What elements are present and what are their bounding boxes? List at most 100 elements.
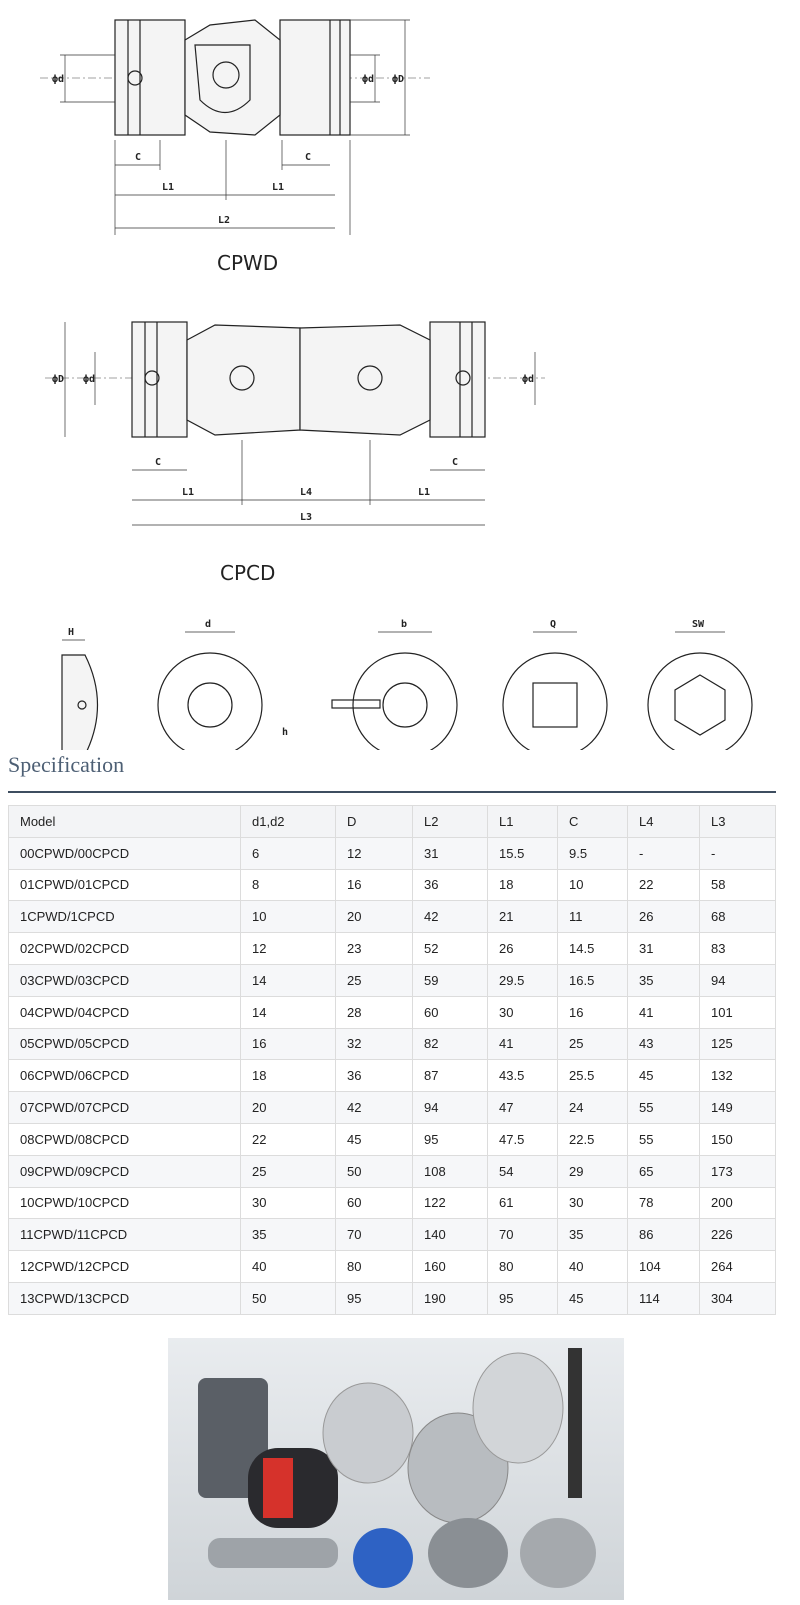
table-cell: 304 [699,1281,776,1315]
table-cell: 45 [627,1059,700,1093]
table-cell: 94 [699,963,776,997]
column-header: d1,d2 [240,805,336,838]
table-cell: 26 [627,900,700,934]
table-cell: 54 [487,1154,558,1188]
table-cell: - [627,836,700,870]
table-cell: 58 [699,868,776,902]
cpwd-label-c: C [135,152,141,163]
table-cell: 12 [240,932,336,965]
cpcd-label-D: ϕD [52,374,64,385]
table-cell: 43 [627,1027,700,1061]
cpcd-drawing: ϕD ϕd ϕd C C L1 L4 L1 L3 CPCD [45,321,545,585]
column-header: L3 [699,805,776,838]
bore-label-h: h [282,727,288,738]
table-cell: 65 [627,1154,700,1188]
table-cell: 16 [557,995,628,1029]
cpwd-label-l2: L2 [218,215,230,226]
table-cell: 35 [627,963,700,997]
table-cell: 264 [699,1250,776,1283]
table-cell: 35 [557,1218,628,1252]
table-cell: 14 [240,963,336,997]
cpcd-label-c2: C [452,457,458,468]
table-cell: 03CPWD/03CPCD [8,963,241,997]
table-cell: 26 [487,932,558,965]
bore-label-b: b [401,619,407,630]
table-cell: 95 [335,1281,413,1315]
table-cell: 80 [335,1250,413,1283]
cpwd-label-d2: ϕd [362,74,374,85]
table-cell: 125 [699,1027,776,1061]
table-cell: 104 [627,1250,700,1283]
table-cell: 6 [240,836,336,870]
cpwd-label-D: ϕD [392,74,404,85]
table-cell: 52 [412,932,488,965]
table-cell: 25.5 [557,1059,628,1093]
table-cell: 11CPWD/11CPCD [8,1218,241,1252]
table-cell: 70 [487,1218,558,1252]
table-cell: 101 [699,995,776,1029]
table-cell: 20 [240,1091,336,1124]
table-cell: 16 [240,1027,336,1061]
bore-label-SW: SW [692,619,705,630]
heading-divider [8,791,776,793]
table-cell: 15.5 [487,836,558,870]
table-cell: 82 [412,1027,488,1061]
column-header: C [557,805,628,838]
table-cell: 01CPWD/01CPCD [8,868,241,902]
table-cell: 45 [557,1281,628,1315]
table-cell: 173 [699,1154,776,1188]
table-cell: 42 [412,900,488,934]
table-cell: 13CPWD/13CPCD [8,1281,241,1315]
table-cell: 36 [335,1059,413,1093]
table-cell: 78 [627,1186,700,1220]
table-cell: 12CPWD/12CPCD [8,1250,241,1283]
table-cell: 30 [487,995,558,1029]
table-cell: 80 [487,1250,558,1283]
table-cell: 29.5 [487,963,558,997]
table-cell: 70 [335,1218,413,1252]
table-cell: 226 [699,1218,776,1252]
cpcd-label-l4: L4 [300,487,312,498]
table-cell: 47.5 [487,1122,558,1156]
table-cell: 60 [412,995,488,1029]
table-cell: 24 [557,1091,628,1124]
table-cell: 32 [335,1027,413,1061]
table-cell: 28 [335,995,413,1029]
column-header: L1 [487,805,558,838]
table-cell: 30 [240,1186,336,1220]
technical-drawings: ϕd ϕd ϕD C C L1 L1 L2 CPWD ϕD ϕd ϕd C C … [40,19,753,750]
table-cell: 47 [487,1091,558,1124]
table-cell: 22.5 [557,1122,628,1156]
cpwd-label-c2: C [305,152,311,163]
couplings-image [198,1348,596,1588]
table-cell: 83 [699,932,776,965]
table-cell: 10 [240,900,336,934]
table-cell: 20 [335,900,413,934]
table-cell: 16 [335,868,413,902]
cpwd-title: CPWD [217,251,278,275]
table-cell: 35 [240,1218,336,1252]
cpcd-label-d2: ϕd [522,374,534,385]
table-cell: - [699,836,776,870]
column-header: D [335,805,413,838]
specification-heading: Specification [8,752,125,777]
cpcd-label-d: ϕd [83,374,95,385]
table-cell: 132 [699,1059,776,1093]
table-cell: 05CPWD/05CPCD [8,1027,241,1061]
table-cell: 86 [627,1218,700,1252]
table-cell: 31 [412,836,488,870]
table-cell: 150 [699,1122,776,1156]
table-cell: 02CPWD/02CPCD [8,932,241,965]
table-cell: 41 [487,1027,558,1061]
table-cell: 31 [627,932,700,965]
table-cell: 06CPWD/06CPCD [8,1059,241,1093]
